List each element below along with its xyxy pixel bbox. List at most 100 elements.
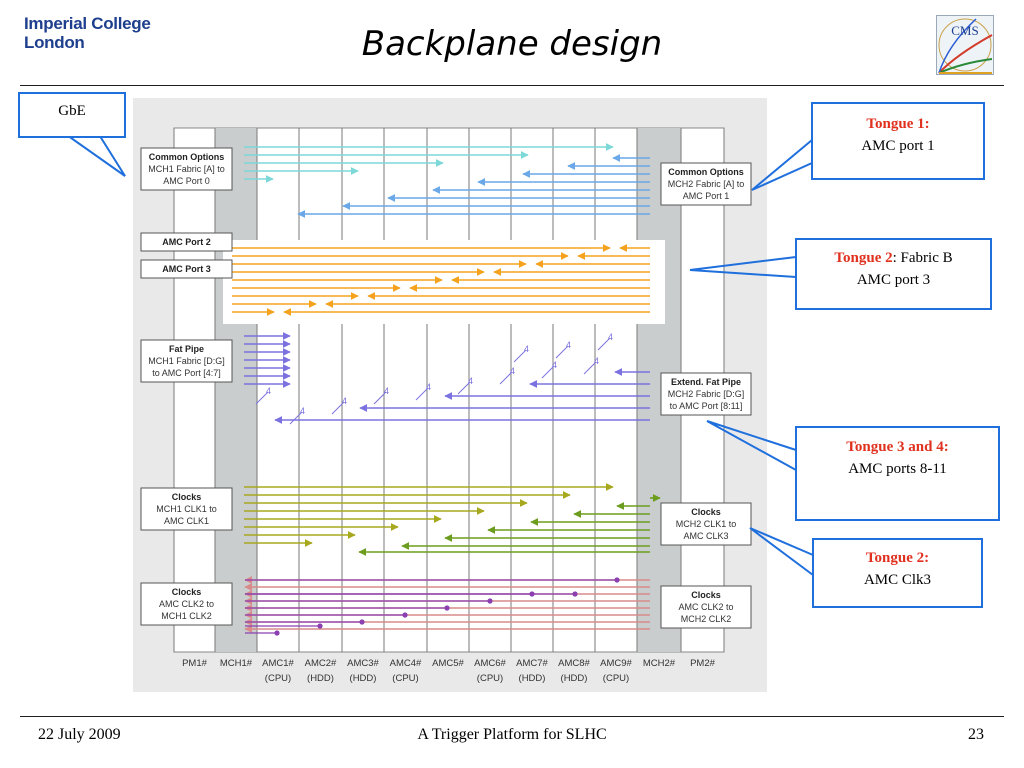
box-amc-port-3-frame [140,259,233,279]
box-fat-pipe-mch2-line: to AMC Port [8:11] [670,401,743,411]
slot-label: AMC9# [600,658,632,669]
callout-tongue-2-clk: Tongue 2: AMC Clk3 [812,538,983,608]
clk2-source-dot [317,623,323,629]
slot-label: AMC5# [432,658,464,669]
slot-label: PM1# [182,658,208,669]
box-clocks-mch1-line: Clocks [172,492,202,502]
fat-pipe-width-label: 4 [384,386,389,396]
callout-tongue-1-text: AMC port 1 [861,138,935,154]
box-fat-pipe-mch2-line: MCH2 Fabric [D:G] [668,389,745,399]
callout-tongue-2-fabric: Tongue 2: Fabric B AMC port 3 [795,238,992,310]
slot-role-label: (HDD) [561,673,588,684]
box-clocks2-mch1-line: Clocks [172,587,202,597]
slot-label: AMC4# [390,658,422,669]
fat-pipe-width-label: 4 [426,382,431,392]
callout-tongue-3-4: Tongue 3 and 4: AMC ports 8-11 [795,426,1000,521]
box-clocks-mch1-line: AMC CLK1 [164,516,209,526]
box-common-options-mch1-frame [140,147,233,191]
fabric-b-highlight [223,240,665,324]
slot-role-label: (CPU) [477,673,503,684]
fat-pipe-slash [555,345,569,359]
fat-pipe-slash [331,401,345,415]
cms-logo-text: CMS [951,23,978,38]
fat-pipe-slash [255,391,269,405]
box-clocks-mch2-line: MCH2 CLK1 to [676,519,737,529]
fat-pipe-slash [415,387,429,401]
slot-label: AMC1# [262,658,294,669]
clk2-source-dot [529,591,535,597]
cms-logo-icon: CMS [936,15,994,75]
box-fat-pipe-mch2-frame [660,372,752,416]
callout-tongue-3-4-title: Tongue 3 and 4: [846,439,949,455]
callout-tongue-1-title: Tongue 1: [866,116,930,132]
footer-title: A Trigger Platform for SLHC [417,726,607,743]
box-amc-port-2-frame [140,232,233,252]
box-amc-port-2: AMC Port 2 [140,232,233,252]
box-clocks-mch1-line: MCH1 CLK1 to [156,504,217,514]
slot-label: AMC6# [474,658,506,669]
slot-role-label: (HDD) [350,673,377,684]
logo-line-1: Imperial College [24,14,151,33]
fat-pipe-slash [499,371,513,385]
fat-pipe-width-label: 4 [552,360,557,370]
callout-tongue-2-text: AMC port 3 [856,272,931,288]
fat-pipe-width-label: 4 [266,386,271,396]
fat-pipe-width-label: 4 [468,376,473,386]
box-clocks-mch2-frame [660,502,752,546]
box-clocks-mch2-line: AMC CLK3 [683,531,728,541]
slot-role-label: (CPU) [392,673,418,684]
fat-pipe-width-label: 4 [566,340,571,350]
clk2-source-dot [572,591,578,597]
clk2-source-dot [402,612,408,618]
slot-label: MCH2# [643,658,676,669]
clk2-source-dot [487,598,493,604]
slide-title: Backplane design [361,24,663,64]
box-clocks2-mch1-line: AMC CLK2 to [159,599,214,609]
logo-line-2: London [24,33,85,52]
box-fat-pipe-mch1-line: to AMC Port [4:7] [152,368,221,378]
box-common-options-mch2-line: MCH2 Fabric [A] to [668,179,745,189]
callout-tongue-1: Tongue 1: AMC port 1 [811,102,985,180]
callout-gbe: GbE [18,92,126,138]
box-clocks2-mch1-frame [140,582,233,626]
fat-pipe-width-label: 4 [594,356,599,366]
box-common-options-mch1-line: AMC Port 0 [163,176,210,186]
fat-pipe-slash [289,411,303,425]
fat-pipe-slash [541,365,555,379]
slot-role-label: (CPU) [265,673,291,684]
slot-label: AMC7# [516,658,548,669]
callout-tongue-2-suffix: : Fabric B [892,250,953,266]
box-fat-pipe-mch1-frame [140,339,233,383]
clk2-source-dot [444,605,450,611]
callout-tongue-2-title: Tongue 2 [834,250,893,266]
fat-pipe-width-label: 4 [510,366,515,376]
slot-role-label: (HDD) [307,673,334,684]
page-number: 23 [968,726,984,743]
footer-date: 22 July 2009 [38,726,121,743]
slot-label: AMC3# [347,658,379,669]
box-amc-port-2-line: AMC Port 2 [162,237,211,247]
clk2-source-dot [614,577,620,583]
clk2-source-dot [359,619,365,625]
box-amc-port-3-line: AMC Port 3 [162,264,211,274]
slot-role-label: (CPU) [603,673,629,684]
header-divider [20,85,1004,86]
callout-tongue-3-4-text: AMC ports 8-11 [848,461,947,477]
box-clocks-mch1-frame [140,487,233,531]
fat-pipe-slash [597,337,611,351]
box-clocks2-mch2-line: Clocks [691,590,721,600]
box-clocks-mch2-line: Clocks [691,507,721,517]
slot-label: AMC2# [305,658,337,669]
slot-label: MCH1# [220,658,253,669]
box-amc-port-3: AMC Port 3 [140,259,233,279]
callout-tongue-2-clk-title: Tongue 2: [865,550,930,566]
box-common-options-mch1-line: Common Options [149,152,225,162]
imperial-college-logo: Imperial College London [24,14,151,52]
box-fat-pipe-mch1-line: MCH1 Fabric [D:G] [148,356,225,366]
